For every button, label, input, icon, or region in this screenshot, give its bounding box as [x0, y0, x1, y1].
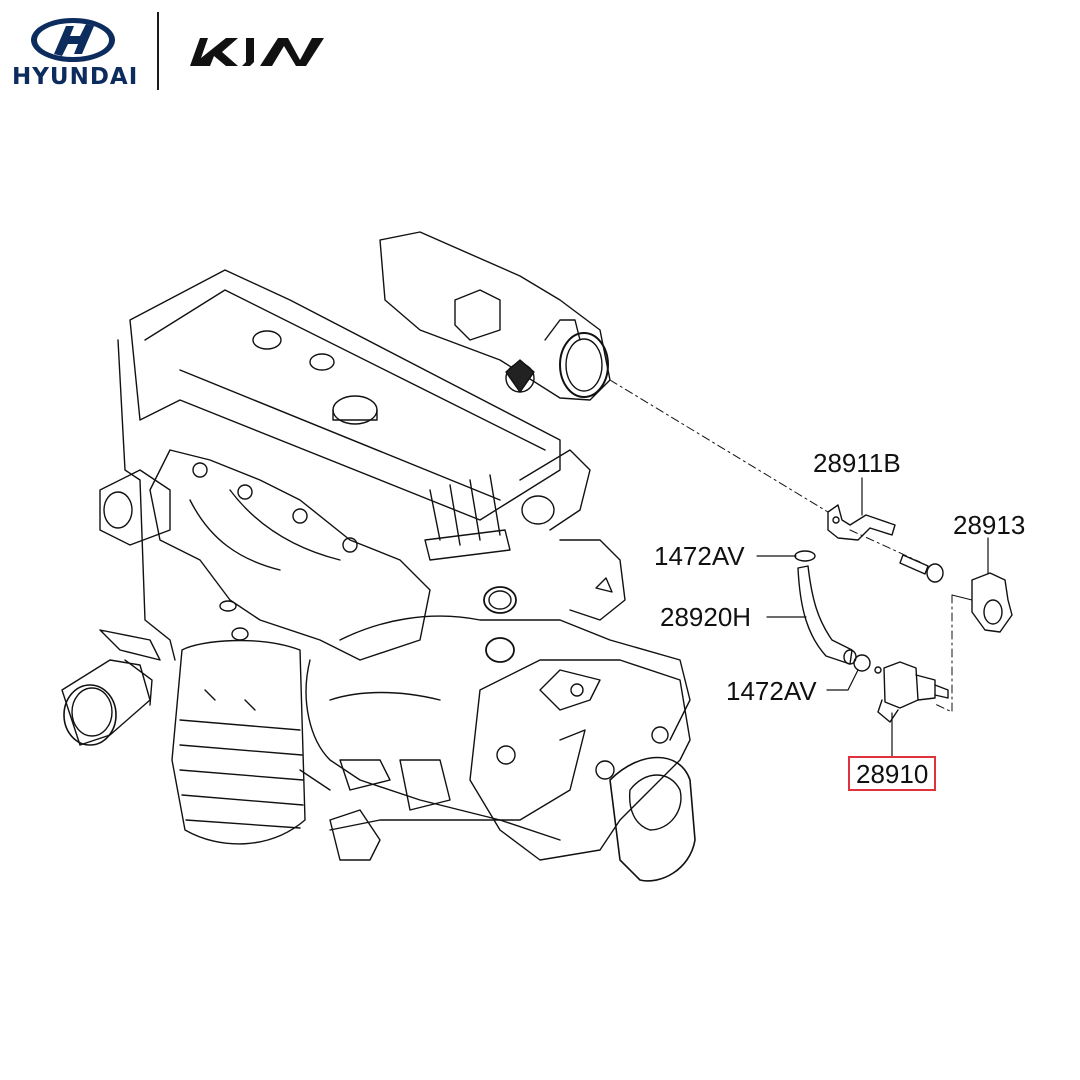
hose-28920h: [797, 565, 853, 665]
hyundai-wordmark: HYUNDAI: [12, 64, 139, 90]
leader-lines: [756, 477, 989, 757]
transmission: [329, 659, 696, 882]
oil-filter: [61, 659, 153, 746]
exploded-parts: [609, 379, 1013, 723]
grommet-28913: [971, 572, 1013, 633]
bracket-28911b: [827, 504, 896, 541]
brand-divider: [157, 12, 159, 90]
purge-valve-28910: [874, 661, 949, 723]
hyundai-logo-icon: [31, 18, 115, 62]
brand-header: HYUNDAI: [0, 0, 360, 110]
callout-28910-highlighted[interactable]: 28910: [848, 756, 937, 791]
engine-assembly: [61, 231, 696, 882]
callout-28911b[interactable]: 28911B: [813, 448, 901, 478]
catalytic-converter: [171, 639, 306, 845]
bolt: [899, 554, 929, 575]
callout-28913[interactable]: 28913: [953, 510, 1026, 540]
callout-28920h[interactable]: 28920H: [660, 602, 752, 632]
kia-logo-icon: [190, 38, 324, 66]
hose-clamp-lower: [853, 654, 871, 672]
callout-1472av-lower[interactable]: 1472AV: [726, 676, 817, 706]
hose-clamp-upper: [794, 550, 816, 562]
callout-1472av-upper[interactable]: 1472AV: [654, 541, 745, 571]
